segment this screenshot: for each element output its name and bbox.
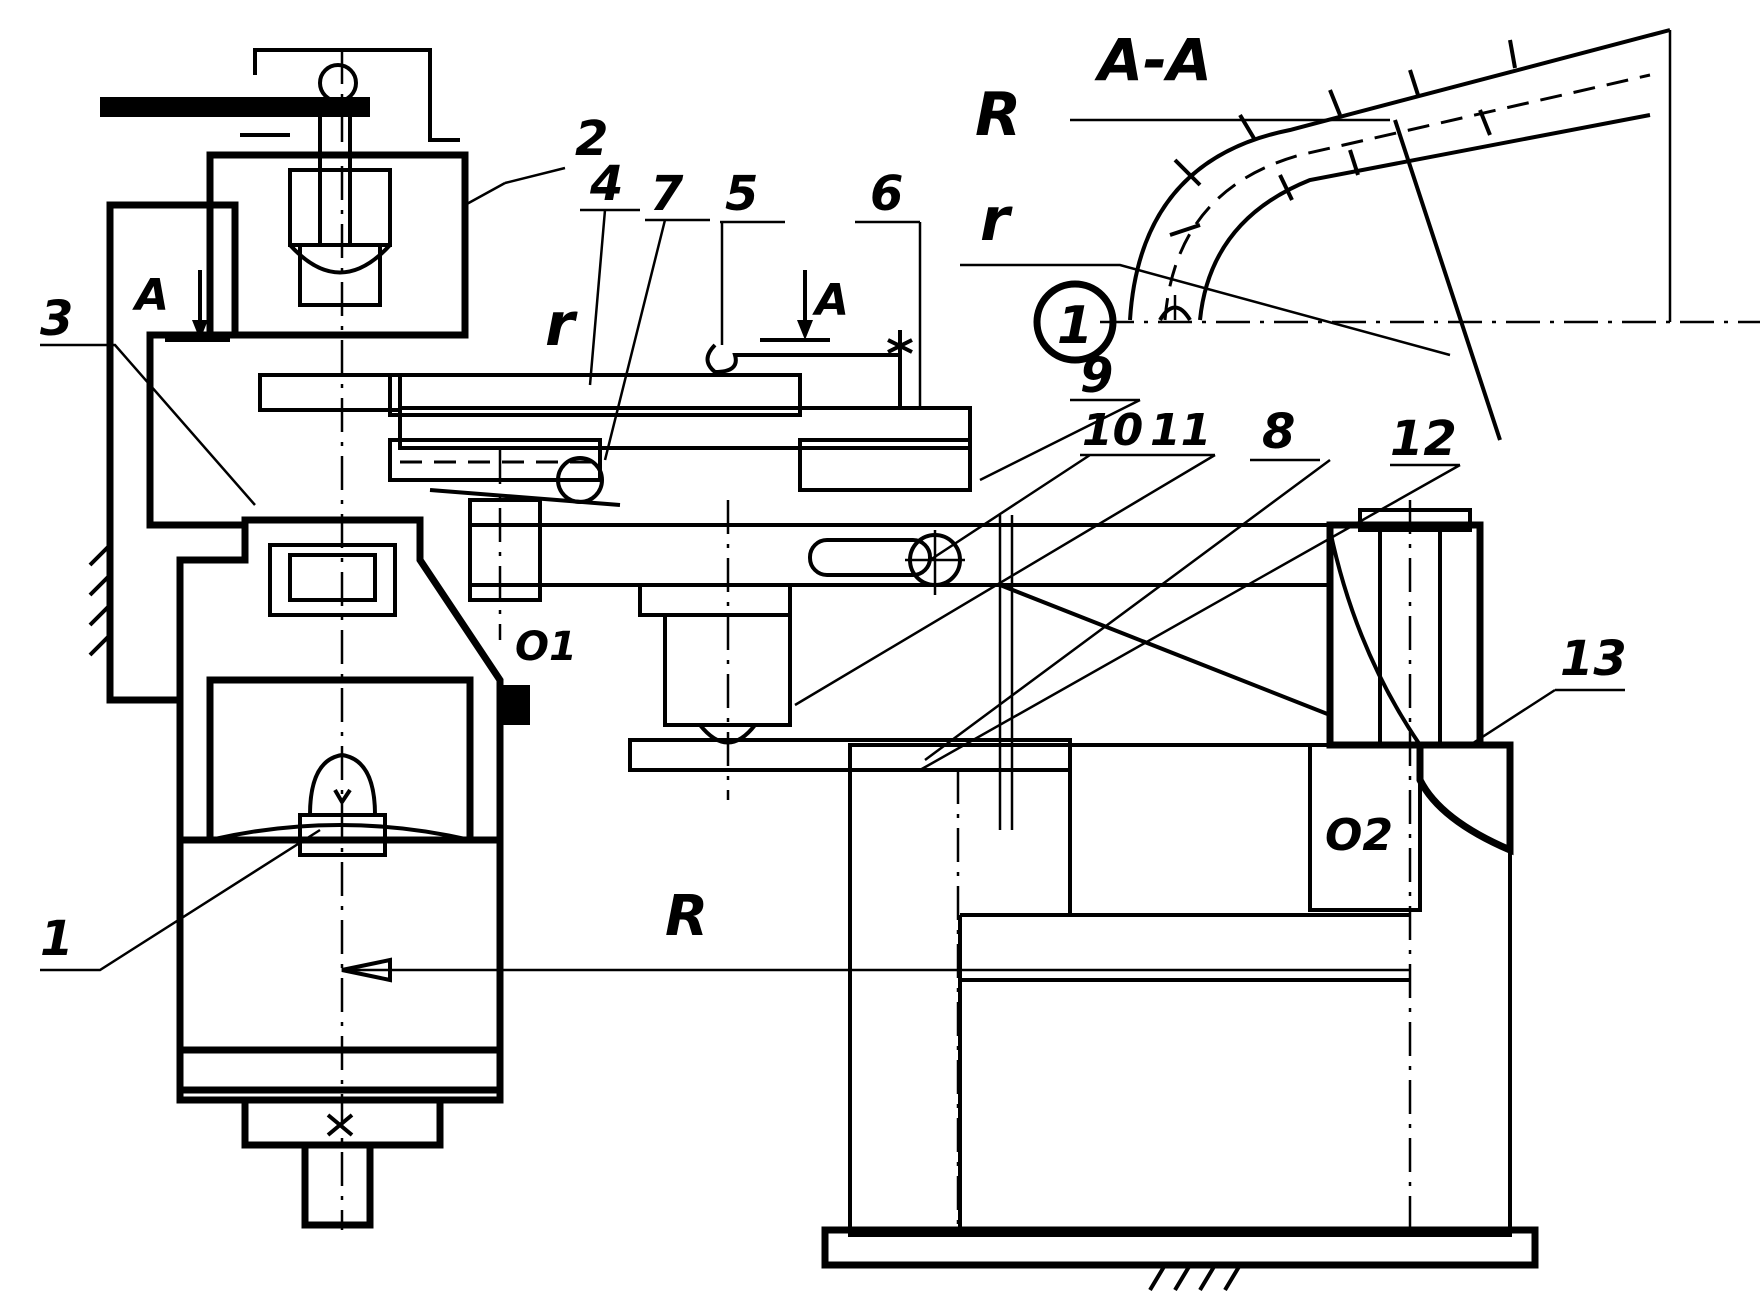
part-4-label: 4	[589, 156, 623, 212]
bush-left	[260, 375, 400, 410]
left-assembly	[90, 50, 530, 1230]
part-12-label: 12	[1390, 411, 1457, 467]
wedge-13	[1420, 745, 1510, 850]
part-10-label: 10	[1082, 405, 1143, 456]
radius-big-label: R	[975, 80, 1021, 150]
lamp-housing	[180, 520, 500, 840]
part-9-label: 9	[1080, 348, 1113, 404]
pivot-1-label: O1	[515, 624, 577, 670]
part-1-label: 1	[40, 911, 73, 967]
column-tube	[1330, 525, 1480, 745]
radius-small-label: r	[545, 290, 578, 360]
part-3-label: 3	[40, 291, 73, 347]
part-11-label: 11	[1150, 405, 1211, 456]
right-column	[825, 500, 1535, 1290]
part-7-label: 7	[650, 166, 684, 222]
pivot-2-label: O2	[1325, 810, 1393, 861]
section-mark-left: A	[132, 270, 169, 321]
part-5-label: 5	[725, 166, 758, 222]
radius-big-bottom-label: R	[665, 884, 708, 949]
section-title: A-A	[1094, 26, 1212, 94]
part-6-label: 6	[870, 166, 903, 222]
handle-pivot	[320, 65, 356, 101]
circle-mark-label: 1	[1057, 296, 1093, 356]
part-13-label: 13	[1560, 631, 1627, 687]
section-mark-right: A	[812, 275, 849, 326]
part-8-label: 8	[1262, 404, 1295, 460]
radius-small-section-label: r	[980, 185, 1013, 255]
